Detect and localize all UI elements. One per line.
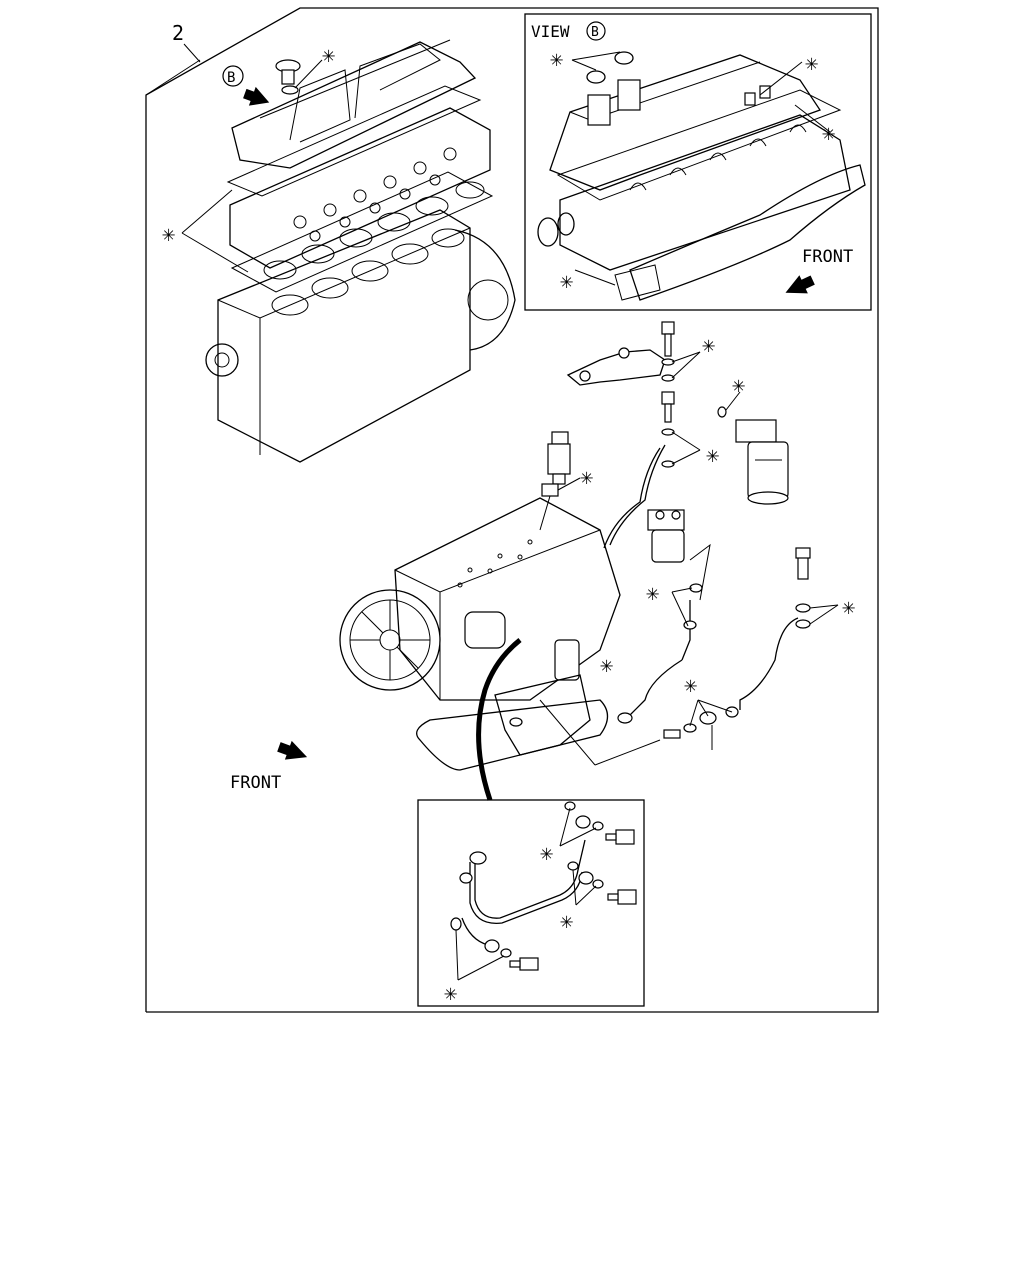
asterisk-pipe-washers: ✳ [706,443,719,468]
asterisk-detail-lower: ✳ [444,981,457,1006]
filler-cap-seal [281,85,299,95]
oil-pan-gasket [416,699,609,771]
asterisk-union: ✳ [684,673,697,698]
asterisk-right-pipe: ✳ [842,595,855,620]
inset-view-letter: B [591,25,599,40]
asterisk-filter-seal: ✳ [732,373,745,398]
asterisk-filler-seal: ✳ [322,43,335,68]
oil-pipes [603,444,839,750]
inset-cylinder-head [537,51,866,301]
engine-main-assembly [339,497,661,771]
side-seal-ring [537,217,559,247]
asterisk-view-seals: ✳ [805,51,818,76]
detail-callout-line [476,638,522,801]
asterisk-o-rings: ✳ [550,47,563,72]
asterisk-head-gaskets: ✳ [162,222,175,247]
inset-view-b-frame [524,13,872,311]
kit-frame [145,7,879,1013]
inset-view-circle [586,21,606,41]
asterisk-lower-pipe: ✳ [600,653,613,678]
main-front-label: FRONT [230,773,281,793]
head-gasket [230,171,494,293]
asterisk-pipe-joint: ✳ [646,581,659,606]
asterisk-detail-upper: ✳ [540,841,553,866]
asterisk-view-head: ✳ [822,121,835,146]
upper-left-leaders [181,59,323,273]
inset-view-title: VIEW [531,22,570,41]
callout-number: 2 [172,21,184,45]
injector [539,431,581,531]
engine-upper-assembly [205,39,516,463]
svg-text:B: B [227,70,235,86]
asterisk-manifold-gasket: ✳ [560,269,573,294]
bracket-and-bolts [566,321,701,468]
callout-leader [183,43,201,63]
asterisk-bracket-washers: ✳ [702,333,715,358]
asterisk-detail-middle: ✳ [560,909,573,934]
o-ring-1 [586,70,606,84]
fuel-filter [717,391,789,505]
inset-pipe-detail [450,801,637,981]
inset-pipe-detail-frame [417,799,645,1007]
o-ring-2 [614,51,634,65]
view-b-marker: B [222,65,270,106]
main-front-arrow [277,740,308,760]
exhaust-manifold [629,164,866,301]
asterisk-injector-seal: ✳ [580,465,593,490]
head-cover-gasket [226,85,482,197]
inset-front-arrow [785,275,815,294]
inset-front-label: FRONT [802,247,853,267]
